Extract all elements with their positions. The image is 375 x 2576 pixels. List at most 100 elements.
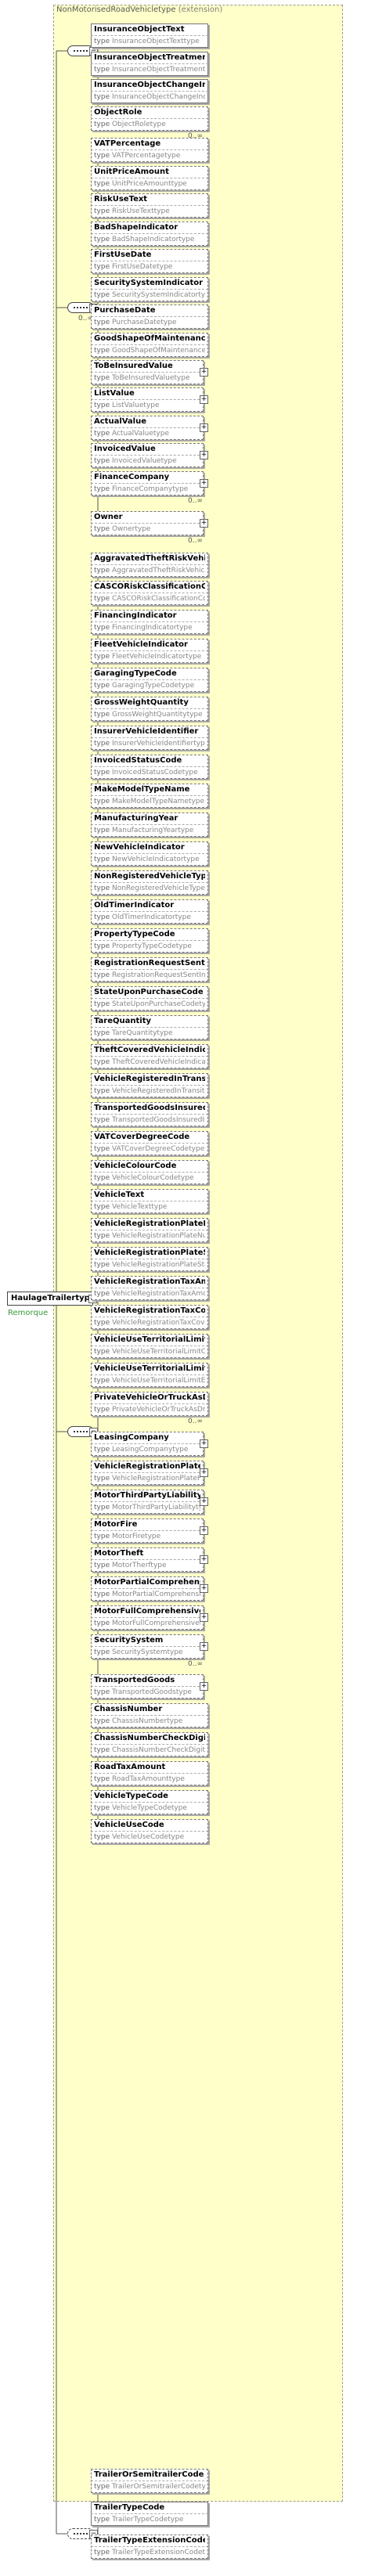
element-name: VehicleRegisteredInTransitIndic...	[94, 1075, 205, 1083]
expand-icon[interactable]: +	[200, 519, 208, 528]
expand-icon[interactable]: +	[200, 1468, 208, 1477]
sequence-compositor[interactable]: −	[67, 45, 98, 56]
schema-element[interactable]: MotorPartialComprehensivetype MotorParti…	[91, 1576, 208, 1601]
schema-element[interactable]: AggravatedTheftRiskVehicleIndi...type Ag…	[91, 553, 208, 577]
schema-element[interactable]: RegistrationRequestSentIndicatortype Reg…	[91, 957, 208, 982]
schema-element[interactable]: VehicleRegisteredInTransitIndic...type V…	[91, 1073, 208, 1097]
expand-icon[interactable]: +	[200, 1439, 208, 1448]
type-divider	[91, 1501, 204, 1502]
type-name: RegistrationRequestSentIndicato...	[111, 971, 205, 979]
schema-element[interactable]: InsuranceObjectChangeIndicatortype Insur…	[91, 79, 208, 103]
type-prefix: type	[94, 1232, 112, 1240]
type-name: CASCORiskClassificationCodety...	[111, 595, 205, 603]
expand-icon[interactable]: +	[200, 395, 208, 404]
expand-icon[interactable]: +	[200, 1526, 208, 1535]
type-prefix: type	[94, 263, 112, 271]
type-prefix: type	[94, 942, 112, 950]
type-prefix: type	[94, 798, 112, 805]
schema-element[interactable]: CASCORiskClassificationCodetype CASCORis…	[91, 581, 208, 605]
schema-element[interactable]: VehicleRegistrationPlateStatusC...type V…	[91, 1247, 208, 1271]
expand-icon[interactable]: +	[200, 368, 208, 376]
expand-icon[interactable]: +	[200, 1584, 208, 1593]
schema-element[interactable]: InsuranceObjectTreatmentCodetype Insuran…	[91, 52, 208, 76]
schema-element[interactable]: TheftCoveredVehicleIndicatortype TheftCo…	[91, 1044, 208, 1068]
schema-element[interactable]: VehicleRegistrationPlateNumbertype Vehic…	[91, 1218, 208, 1242]
expand-icon[interactable]: +	[200, 1613, 208, 1622]
schema-element[interactable]: VehicleRegistrationTaxAmounttype Vehicle…	[91, 1276, 208, 1300]
element-name: InvoicedStatusCode	[94, 756, 182, 765]
sequence-compositor[interactable]: −	[67, 1426, 98, 1437]
expand-icon[interactable]: +	[200, 1497, 208, 1506]
expand-icon[interactable]: +	[200, 1642, 208, 1651]
schema-element[interactable]: TransportedGoodsInsuredIndic...type Tran…	[91, 1102, 208, 1126]
schema-element[interactable]: PrivateVehicleOrTruckAsDriventype Privat…	[91, 1392, 208, 1416]
type-name: StateUponPurchaseCodetype	[111, 1000, 205, 1008]
expand-icon[interactable]: +	[200, 479, 208, 488]
type-divider	[91, 91, 208, 92]
type-name: AggravatedTheftRiskVehicleIndi...	[111, 567, 205, 575]
sequence-compositor[interactable]: −	[67, 302, 98, 313]
element-name: FirstUseDate	[94, 250, 152, 259]
schema-element[interactable]: GoodShapeOfMaintenanceIndica...type Good…	[91, 333, 208, 357]
type-prefix: type	[94, 1029, 112, 1037]
type-divider	[91, 1172, 208, 1173]
schema-element[interactable]: VehicleUseTerritorialLimitExten...type V…	[91, 1363, 208, 1387]
expand-icon[interactable]: +	[200, 423, 208, 432]
expand-icon[interactable]: +	[200, 1555, 208, 1564]
sequence-compositor[interactable]: −	[67, 2528, 98, 2539]
expand-icon[interactable]: +	[200, 451, 208, 459]
root-element[interactable]: HaulageTrailertype −	[7, 1292, 97, 1306]
schema-element[interactable]: VehicleRegistrationTaxCoveredI...type Ve…	[91, 1305, 208, 1329]
schema-element[interactable]: VehicleUseTerritorialLimitCodetype Vehic…	[91, 1334, 208, 1358]
schema-element[interactable]: NonRegisteredVehicleTypeCodetype NonRegi…	[91, 870, 208, 895]
expand-icon[interactable]: +	[200, 1682, 208, 1691]
schema-element[interactable]: VehicleRegistrationPlateHoldertype Vehic…	[91, 1461, 208, 1485]
